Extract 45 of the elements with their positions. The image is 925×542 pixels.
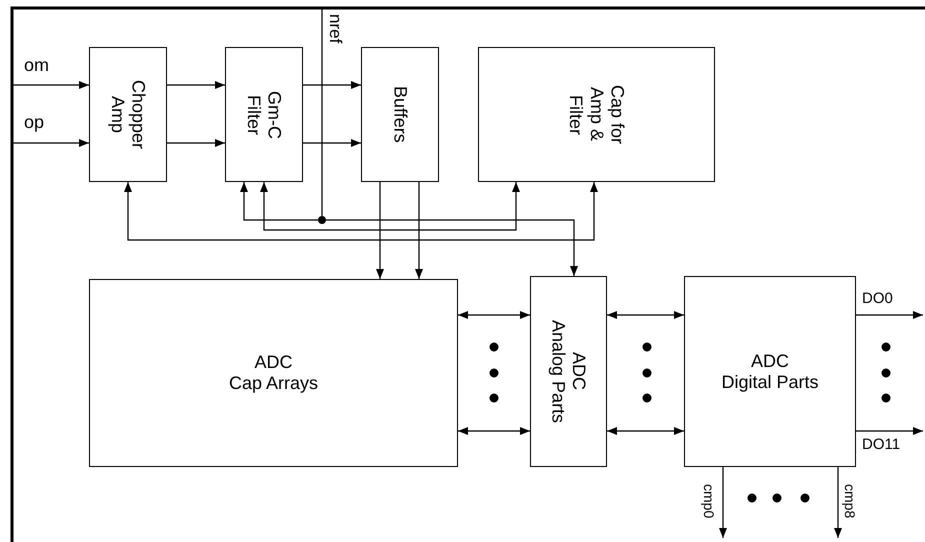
arrow xyxy=(260,182,520,231)
cap-array-block xyxy=(89,279,458,467)
block-label: ADC xyxy=(750,350,789,372)
arrow xyxy=(856,311,923,319)
block-label: Analog Parts xyxy=(548,320,568,424)
block-label: ADC xyxy=(254,352,292,373)
arrow xyxy=(167,139,225,147)
arrow xyxy=(856,427,923,435)
signal-label: op xyxy=(24,113,44,131)
arrow xyxy=(719,467,727,538)
amplifier-block xyxy=(89,47,167,182)
arrow xyxy=(13,139,89,147)
arrow xyxy=(834,467,842,538)
arrow xyxy=(415,182,423,279)
signal-line xyxy=(321,9,323,216)
arrow xyxy=(303,139,361,147)
block-label: Buffers xyxy=(390,86,410,143)
analog-block xyxy=(530,276,607,467)
block-label: ADC xyxy=(568,352,590,390)
arrow xyxy=(326,219,578,276)
buffer-block xyxy=(361,47,439,182)
arrow xyxy=(607,427,684,435)
signal-label: cmp8 xyxy=(843,484,857,518)
arrow xyxy=(458,427,530,435)
signal-label: DO11 xyxy=(862,437,900,452)
arrow xyxy=(240,182,318,221)
capacitor-block xyxy=(478,47,715,182)
signal-label: cmp0 xyxy=(702,484,716,518)
block-label: Digital Parts xyxy=(721,372,819,392)
arrow xyxy=(458,311,530,319)
block-label: Cap Arrays xyxy=(228,373,318,394)
arrow xyxy=(124,182,598,241)
signal-label: nref xyxy=(327,14,344,44)
signal-label: DO0 xyxy=(862,291,893,306)
arrow xyxy=(167,81,225,89)
arrow xyxy=(13,81,89,89)
block-label: Gm-C Filter xyxy=(243,90,285,140)
block-label: Chopper Amp xyxy=(107,78,149,152)
arrow xyxy=(607,311,684,319)
arrow xyxy=(303,81,361,89)
arrow xyxy=(376,182,384,279)
block-label: Cap for Amp & Filter xyxy=(565,84,628,146)
filter-block xyxy=(225,47,303,182)
signal-label: om xyxy=(24,56,50,74)
digital-block xyxy=(684,276,856,467)
